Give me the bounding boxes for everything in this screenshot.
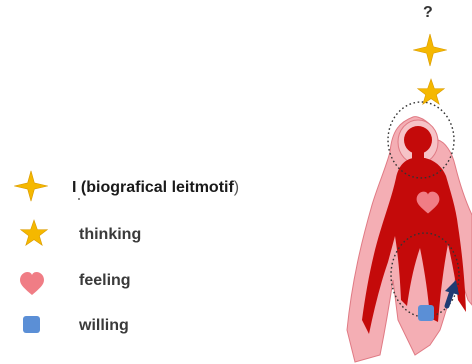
five-point-star-icon [21,220,48,245]
legend-label-leitmotif-text: I (biografical leitmotif [72,179,234,196]
figure-five-point-star-icon [418,79,445,104]
legend-label-leitmotif-paren: ) [234,179,239,196]
four-point-star-icon [14,171,48,201]
legend-label-willing: willing [79,318,129,334]
legend-label-feeling: feeling [79,273,131,289]
head [404,126,432,154]
legend-label-thinking: thinking [79,227,141,243]
human-figure [347,102,472,362]
question-mark: ? [423,4,433,22]
heart-icon [20,272,44,295]
figure-four-point-star-icon [413,34,447,66]
legend-label-leitmotif: I (biografical leitmotif) [72,180,239,196]
neck [412,150,424,160]
square-icon [23,316,40,333]
small-mark [78,198,80,200]
figure-square-icon [418,305,434,321]
